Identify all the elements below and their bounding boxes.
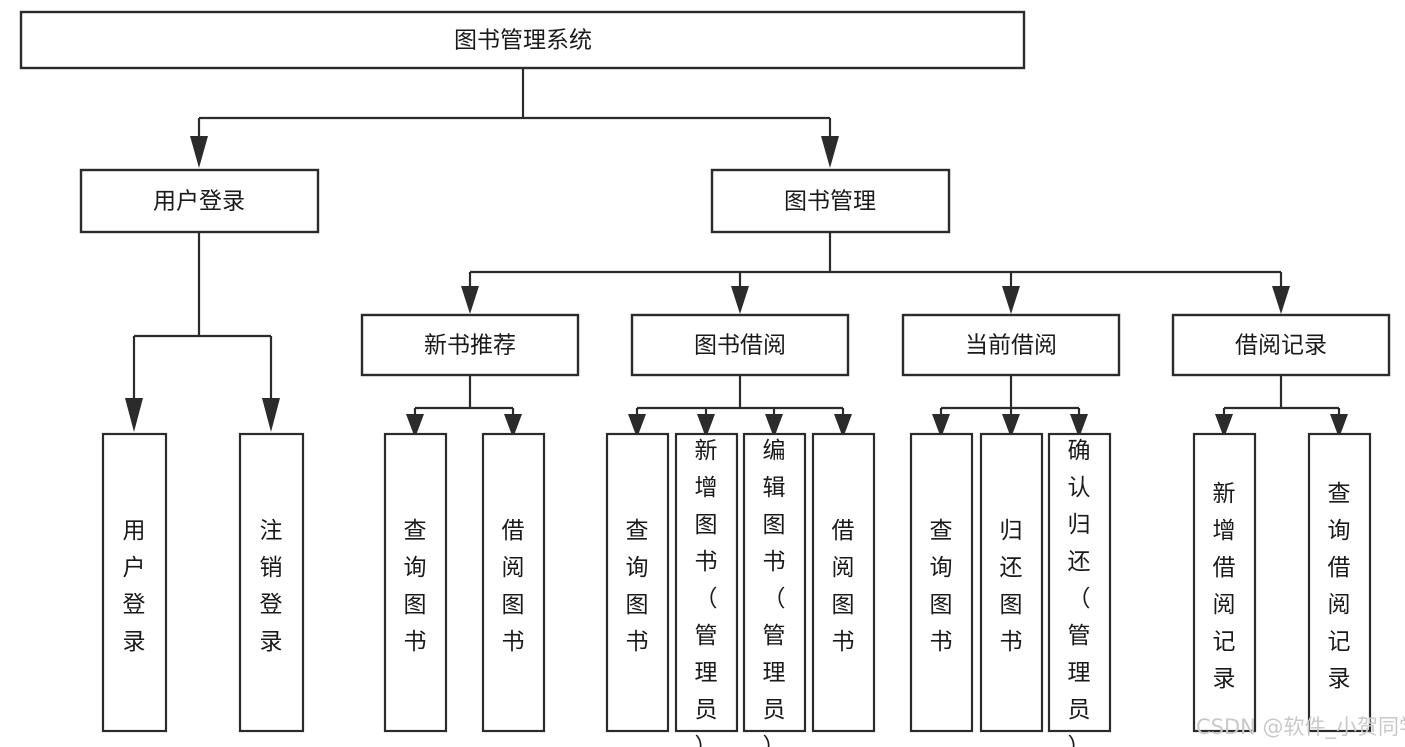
leaf-book-borrow-3-box[interactable] <box>742 432 807 733</box>
leaf-current-borrow-2[interactable]: 归还图书 <box>979 432 1044 733</box>
leaf-current-borrow-3-box[interactable] <box>1047 432 1112 733</box>
leaf-current-borrow-1[interactable]: 查询图书 <box>909 432 974 733</box>
node-current-borrow-box[interactable] <box>901 313 1121 377</box>
node-book-borrow-box[interactable] <box>630 313 850 377</box>
leaf-borrow-record-1-box[interactable] <box>1192 432 1257 733</box>
node-user-login[interactable]: 用户登录 <box>79 168 320 234</box>
arrowhead-borrow-leaf-4 <box>834 414 852 438</box>
leaf-new-book-1-label: 查询图书 <box>404 518 427 655</box>
arrowhead-root-to-book-mgmt <box>821 136 839 168</box>
node-root-box[interactable] <box>19 10 1026 70</box>
leaf-book-borrow-4-label: 借阅图书 <box>832 518 855 655</box>
node-new-book-recommend-label: 新书推荐 <box>424 333 516 359</box>
leaf-book-borrow-2-box[interactable] <box>674 432 739 733</box>
node-book-management[interactable]: 图书管理 <box>710 168 951 234</box>
arrowhead-record-leaf-2 <box>1330 414 1348 438</box>
leaf-current-borrow-3[interactable]: 确认归还（管理员） <box>1047 432 1112 747</box>
arrowhead-borrow-leaf-1 <box>628 414 646 438</box>
leaf-new-book-2-label: 借阅图书 <box>502 518 525 655</box>
leaf-new-book-2[interactable]: 借阅图书 <box>481 432 546 733</box>
leaf-current-borrow-1-box[interactable] <box>909 432 974 733</box>
arrowhead-borrow-leaf-3 <box>765 414 783 438</box>
node-book-management-label: 图书管理 <box>784 189 876 215</box>
node-borrow-record-label: 借阅记录 <box>1235 333 1327 359</box>
node-borrow-record[interactable]: 借阅记录 <box>1171 313 1391 377</box>
arrowhead-book-mgmt-to-borrow <box>731 286 749 314</box>
leaf-book-borrow-2-label: 新增图书（管理员） <box>695 438 718 747</box>
leaf-current-borrow-2-box[interactable] <box>979 432 1044 733</box>
arrowhead-new-book-leaf-1 <box>406 414 424 438</box>
arrowhead-current-leaf-3 <box>1070 414 1088 438</box>
node-book-management-box[interactable] <box>710 168 951 234</box>
node-current-borrow[interactable]: 当前借阅 <box>901 313 1121 377</box>
arrowhead-record-leaf-1 <box>1215 414 1233 438</box>
arrowhead-current-leaf-1 <box>932 414 950 438</box>
node-user-login-box[interactable] <box>79 168 320 234</box>
csdn-watermark: CSDN @软件_小贺同学 <box>1196 715 1405 740</box>
node-borrow-record-box[interactable] <box>1171 313 1391 377</box>
arrowhead-borrow-leaf-2 <box>697 414 715 438</box>
leaf-user-login-2-box[interactable] <box>238 432 305 733</box>
leaf-new-book-1[interactable]: 查询图书 <box>383 432 448 733</box>
node-book-borrow-label: 图书借阅 <box>694 333 786 359</box>
leaf-current-borrow-1-label: 查询图书 <box>930 518 953 655</box>
leaf-borrow-record-2-box[interactable] <box>1307 432 1372 733</box>
arrowhead-user-login-leaf-2 <box>262 398 280 432</box>
leaf-user-login-1[interactable]: 用户登录 <box>101 432 168 733</box>
arrowhead-root-to-user-login <box>190 136 208 168</box>
connector-layer <box>125 69 1348 438</box>
node-new-book-recommend-box[interactable] <box>360 313 580 377</box>
leaf-new-book-2-box[interactable] <box>481 432 546 733</box>
leaf-book-borrow-3-label: 编辑图书（管理员） <box>763 438 786 747</box>
leaf-book-borrow-1-box[interactable] <box>605 432 670 733</box>
leaf-user-login-1-label: 用户登录 <box>123 518 146 655</box>
leaf-current-borrow-3-label: 确认归还（管理员） <box>1068 438 1091 747</box>
node-user-login-label: 用户登录 <box>153 189 245 215</box>
arrowhead-book-mgmt-to-new-book <box>461 286 479 314</box>
leaf-user-login-1-box[interactable] <box>101 432 168 733</box>
leaf-user-login-2-label: 注销登录 <box>260 518 283 655</box>
arrowhead-book-mgmt-to-record <box>1272 286 1290 314</box>
leaf-borrow-record-1[interactable]: 新增借阅记录 <box>1192 432 1257 733</box>
node-current-borrow-label: 当前借阅 <box>965 333 1057 359</box>
leaf-book-borrow-1[interactable]: 查询图书 <box>605 432 670 733</box>
leaf-borrow-record-1-label: 新增借阅记录 <box>1213 481 1236 692</box>
arrowhead-new-book-leaf-2 <box>504 414 522 438</box>
leaf-book-borrow-2[interactable]: 新增图书（管理员） <box>674 432 739 747</box>
arrowhead-current-leaf-2 <box>1002 414 1020 438</box>
leaf-current-borrow-2-label: 归还图书 <box>1000 518 1023 655</box>
leaf-book-borrow-4-box[interactable] <box>811 432 876 733</box>
node-root[interactable]: 图书管理系统 <box>19 10 1026 70</box>
leaf-book-borrow-4[interactable]: 借阅图书 <box>811 432 876 733</box>
node-new-book-recommend[interactable]: 新书推荐 <box>360 313 580 377</box>
leaf-book-borrow-3[interactable]: 编辑图书（管理员） <box>742 432 807 747</box>
leaf-new-book-1-box[interactable] <box>383 432 448 733</box>
arrowhead-book-mgmt-to-current <box>1002 286 1020 314</box>
leaf-borrow-record-2[interactable]: 查询借阅记录 <box>1307 432 1372 733</box>
node-root-label: 图书管理系统 <box>454 28 592 54</box>
node-book-borrow[interactable]: 图书借阅 <box>630 313 850 377</box>
leaf-borrow-record-2-label: 查询借阅记录 <box>1328 481 1351 692</box>
arrowhead-user-login-leaf-1 <box>125 398 143 432</box>
leaf-book-borrow-1-label: 查询图书 <box>626 518 649 655</box>
leaf-user-login-2[interactable]: 注销登录 <box>238 432 305 733</box>
